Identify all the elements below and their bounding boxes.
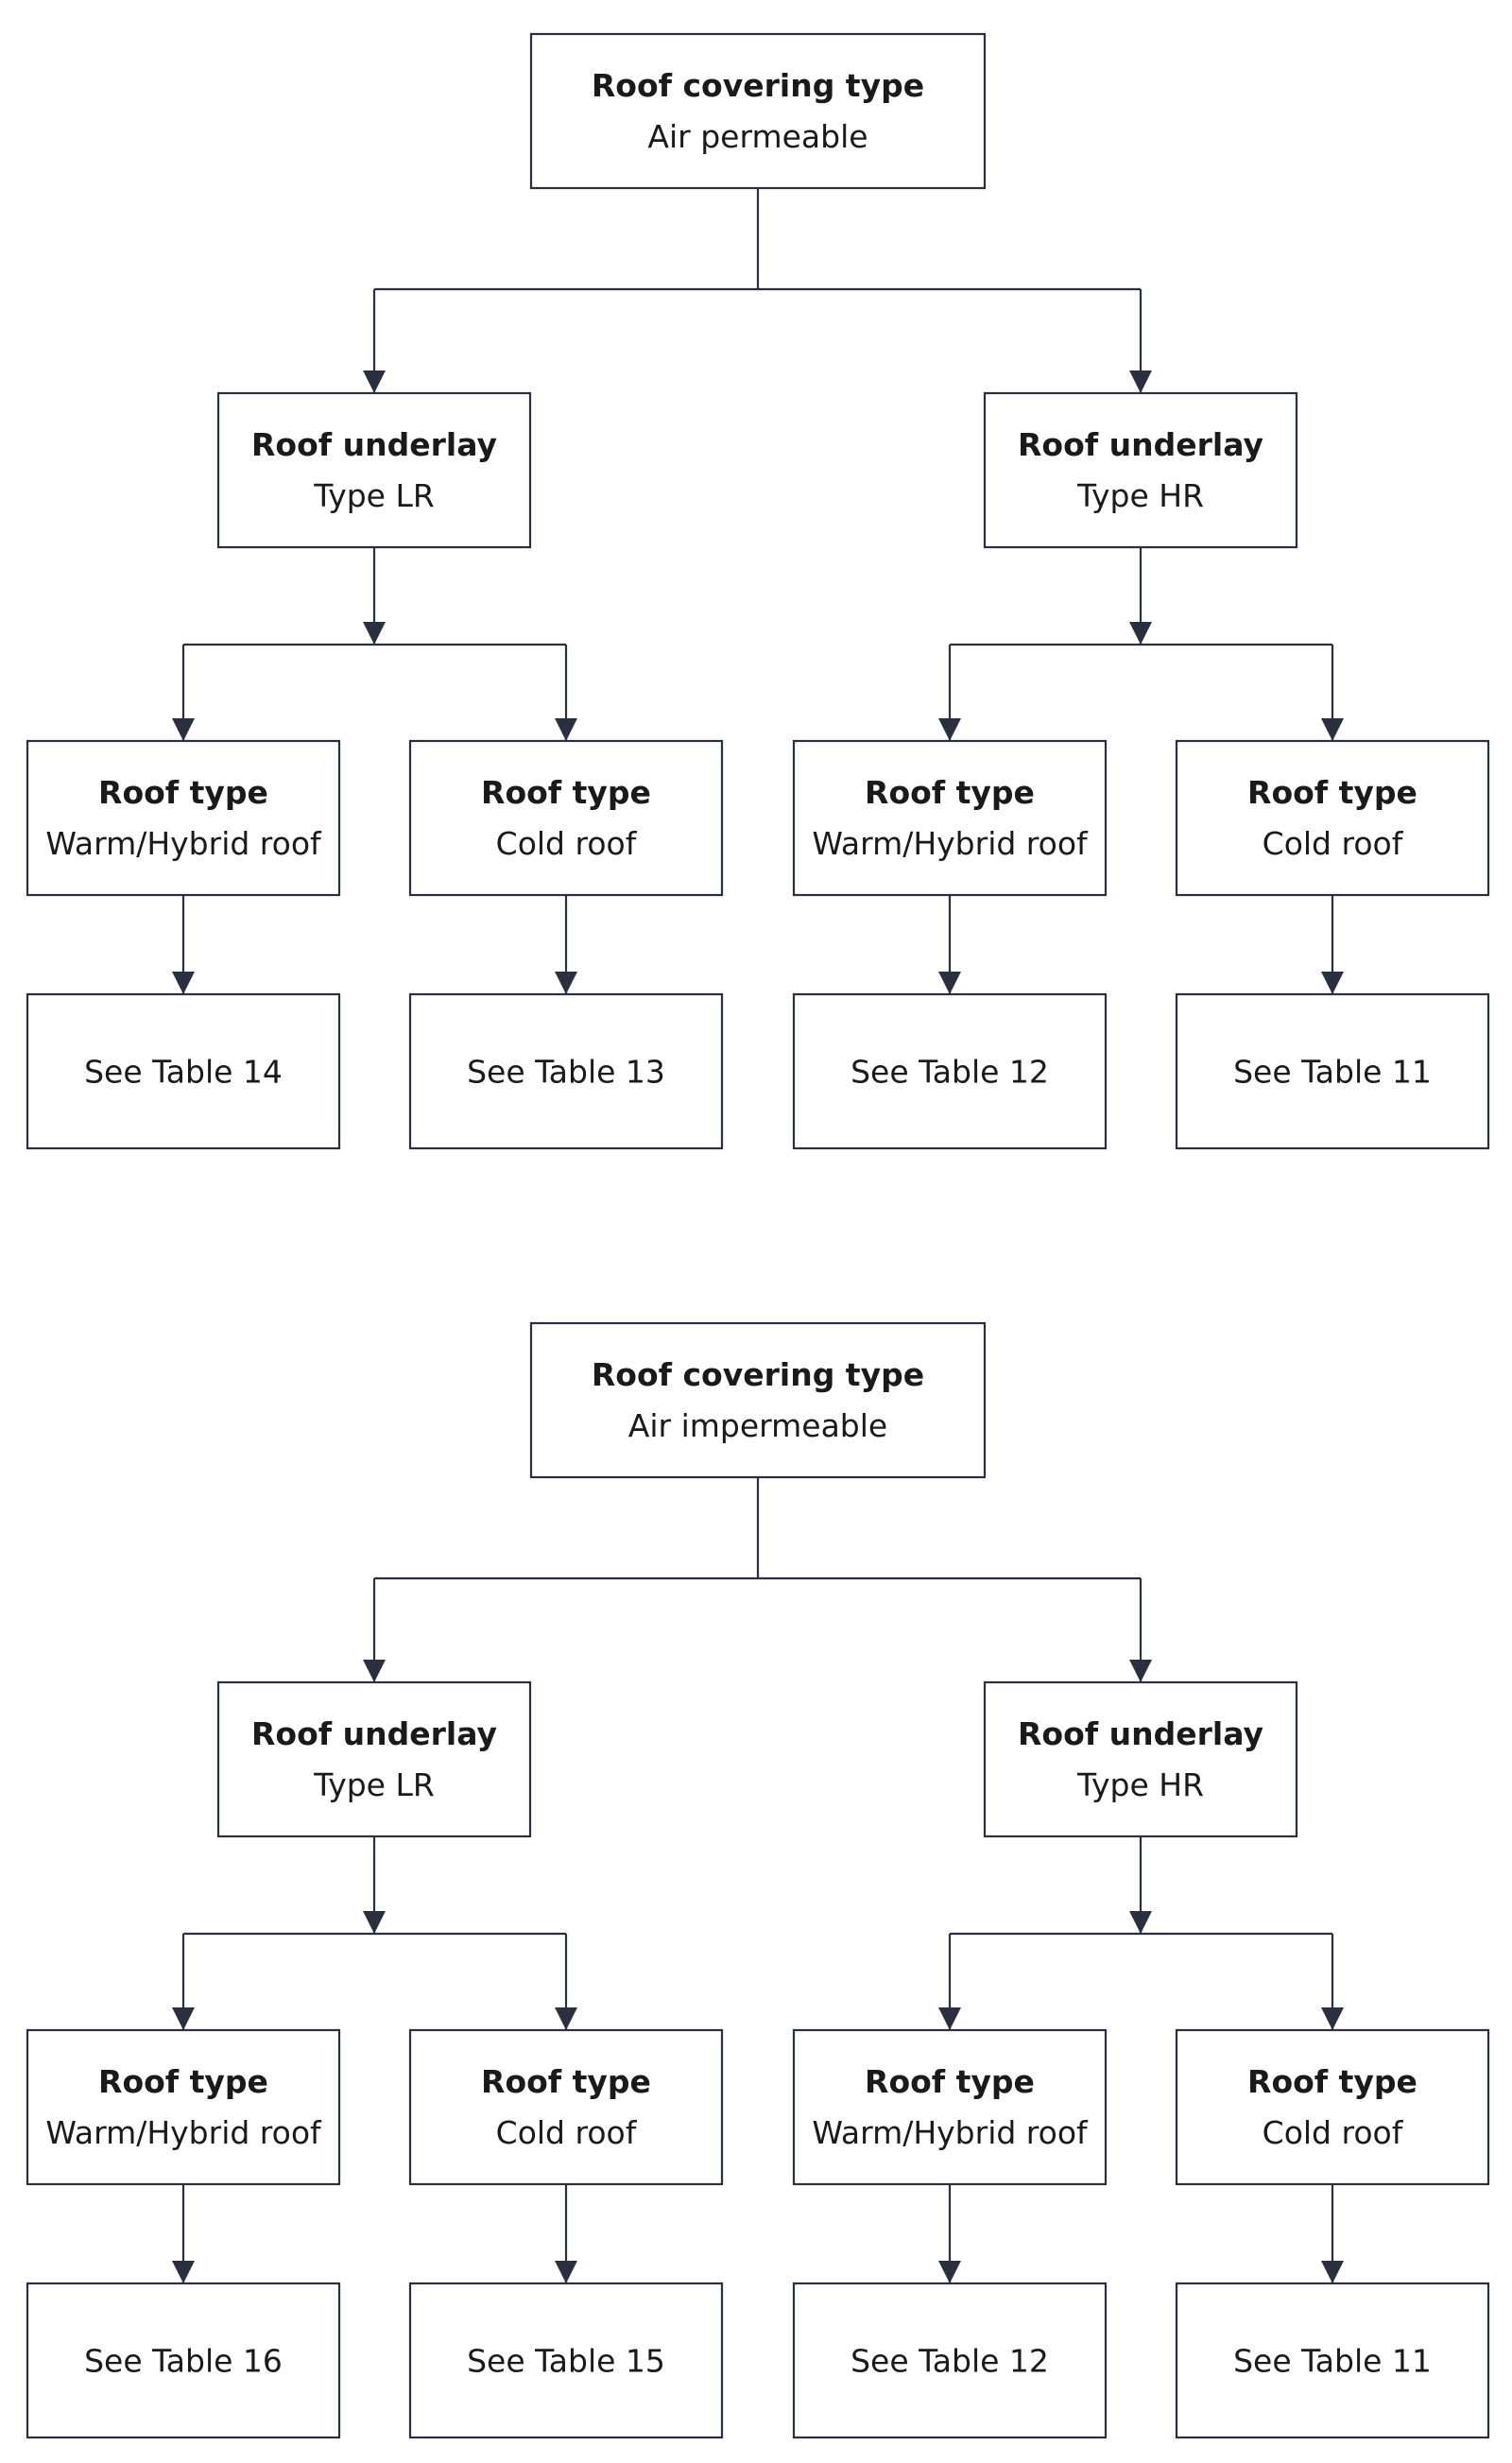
roof-type-node-box [408, 739, 724, 897]
result-node-box [792, 2282, 1108, 2439]
result-node: See Table 13 [408, 992, 724, 1150]
result-node-box [792, 992, 1108, 1150]
result-node: See Table 12 [792, 992, 1108, 1150]
root-node-2-title: Roof covering type [592, 1356, 924, 1393]
roof-type-node-title: Roof type [865, 2063, 1035, 2100]
result-node-label: See Table 12 [850, 2343, 1049, 2380]
roof-type-node-box [26, 739, 341, 897]
result-node-box [408, 992, 724, 1150]
result-node-label: See Table 16 [84, 2343, 283, 2380]
result-node-box [26, 2282, 341, 2439]
underlay-node-title: Roof underlay [1018, 426, 1263, 463]
roof-type-node-subtitle: Warm/Hybrid roof [812, 825, 1089, 862]
result-node-label: See Table 11 [1233, 2343, 1432, 2380]
result-node-label: See Table 13 [467, 1054, 665, 1091]
root-node-2-box [529, 1321, 987, 1479]
underlay-node-subtitle: Type HR [1076, 477, 1204, 514]
roof-type-node-subtitle: Cold roof [1263, 2114, 1404, 2151]
result-node-label: See Table 14 [84, 1054, 283, 1091]
roof-type-node-subtitle: Cold roof [496, 825, 638, 862]
roof-type-node-title: Roof type [98, 2063, 268, 2100]
roof-type-node-box [26, 2028, 341, 2186]
result-node-box [1175, 992, 1490, 1150]
result-node: See Table 16 [26, 2282, 341, 2439]
roof-type-node-title: Roof type [1247, 774, 1418, 811]
root-node-1-title: Roof covering type [592, 67, 924, 104]
result-node: See Table 11 [1175, 992, 1490, 1150]
result-node: See Table 11 [1175, 2282, 1490, 2439]
underlay-node-title: Roof underlay [1018, 1715, 1263, 1752]
result-node-box [1175, 2282, 1490, 2439]
roof-type-node-subtitle: Warm/Hybrid roof [45, 825, 322, 862]
result-node-box [408, 2282, 724, 2439]
root-node-1-subtitle: Air permeable [647, 118, 868, 155]
result-node: See Table 15 [408, 2282, 724, 2439]
result-node-box [26, 992, 341, 1150]
roof-type-node-title: Roof type [481, 774, 651, 811]
result-node-label: See Table 11 [1233, 1054, 1432, 1091]
underlay-node-box [216, 391, 532, 549]
underlay-node-subtitle: Type HR [1076, 1766, 1204, 1803]
result-node: See Table 14 [26, 992, 341, 1150]
roof-type-node-title: Roof type [865, 774, 1035, 811]
underlay-node-title: Roof underlay [251, 1715, 497, 1752]
roof-type-node-title: Roof type [98, 774, 268, 811]
result-node-label: See Table 15 [467, 2343, 665, 2380]
roof-type-node-subtitle: Warm/Hybrid roof [812, 2114, 1089, 2151]
result-node: See Table 12 [792, 2282, 1108, 2439]
roof-type-node-subtitle: Cold roof [1263, 825, 1404, 862]
roof-type-node-box [792, 739, 1108, 897]
underlay-node-box [216, 1680, 532, 1838]
roof-type-node-box [408, 2028, 724, 2186]
roof-type-node-box [1175, 2028, 1490, 2186]
root-node-2-subtitle: Air impermeable [628, 1407, 887, 1444]
underlay-node-box [983, 391, 1298, 549]
roof-type-node-subtitle: Warm/Hybrid roof [45, 2114, 322, 2151]
result-node-label: See Table 12 [850, 1054, 1049, 1091]
roof-type-node-box [1175, 739, 1490, 897]
root-node-1-box [529, 32, 987, 190]
underlay-node-title: Roof underlay [251, 426, 497, 463]
roof-type-node-box [792, 2028, 1108, 2186]
roof-type-node-title: Roof type [481, 2063, 651, 2100]
underlay-node-subtitle: Type LR [313, 1766, 435, 1803]
roof-type-node-title: Roof type [1247, 2063, 1418, 2100]
underlay-node-box [983, 1680, 1298, 1838]
roof-type-node-subtitle: Cold roof [496, 2114, 638, 2151]
underlay-node-subtitle: Type LR [313, 477, 435, 514]
